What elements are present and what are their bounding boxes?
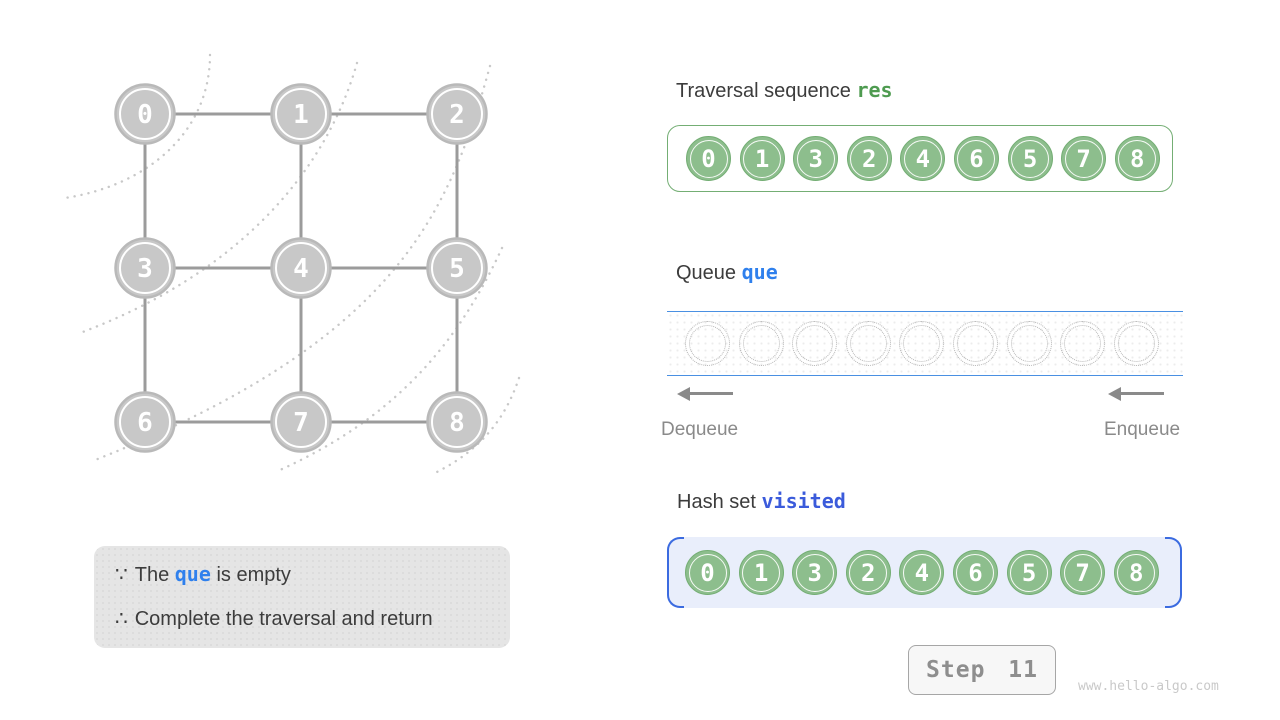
traversal-sequence-title: Traversal sequence — [676, 80, 857, 102]
visited-chip: 1 — [738, 550, 784, 595]
graph-canvas: 0 1 2 3 4 5 6 7 8 — [63, 53, 521, 474]
sequence-chip: 6 — [953, 136, 999, 181]
note-line2-text: Complete the traversal and return — [134, 608, 433, 630]
bfs-layer-arc-3 — [278, 246, 504, 472]
because-symbol: ∵ — [115, 564, 128, 586]
graph-node-label: 7 — [293, 408, 309, 438]
visited-chip: 0 — [685, 550, 730, 595]
queue-title: Queue — [676, 262, 742, 284]
graph-node-6: 6 — [114, 391, 176, 453]
graph-node-label: 4 — [293, 254, 309, 284]
queue-empty-slot — [738, 321, 784, 366]
dequeue-arrow-icon — [677, 386, 733, 401]
dequeue-label: Dequeue — [661, 419, 739, 440]
sequence-chip: 3 — [793, 136, 839, 181]
enqueue-label: Enqueue — [1104, 419, 1181, 440]
hash-set-title: Hash set — [677, 491, 762, 513]
sequence-chip: 4 — [900, 136, 946, 181]
bfs-layer-arc-2 — [93, 64, 492, 462]
enqueue-arrow-icon — [1108, 386, 1164, 401]
step-badge: Step 11 — [908, 645, 1056, 695]
sequence-chip: 1 — [739, 136, 785, 181]
visited-chip: 4 — [899, 550, 945, 595]
graph-node-0: 0 — [114, 83, 176, 145]
visited-chip: 5 — [1006, 550, 1052, 595]
sequence-chip: 7 — [1061, 136, 1107, 181]
explanation-note: ∵ The que is empty ∴ Complete the traversa… — [94, 546, 510, 648]
queue-empty-slot — [845, 321, 891, 366]
graph-node-label: 3 — [137, 254, 153, 284]
queue-empty-slot — [1006, 321, 1052, 366]
graph-node-3: 3 — [114, 237, 176, 299]
graph-node-label: 6 — [137, 408, 153, 438]
visited-chip: 3 — [792, 550, 838, 595]
sequence-chip: 8 — [1114, 136, 1160, 181]
visited-variable: visited — [761, 489, 846, 513]
graph-node-2: 2 — [426, 83, 488, 145]
graph-node-label: 0 — [137, 100, 153, 130]
visited-chip: 2 — [845, 550, 891, 595]
queue-empty-slot — [1060, 321, 1106, 366]
queue-empty-slot — [685, 321, 730, 366]
note-line-2: ∴ Complete the traversal and return — [115, 607, 510, 631]
queue-empty-slot — [1113, 321, 1159, 366]
hash-set-header: Hash set visited — [677, 489, 846, 514]
queue-strip — [667, 311, 1183, 376]
bfs-layer-arc-0 — [63, 53, 212, 200]
res-variable: res — [856, 78, 893, 102]
traversal-sequence-header: Traversal sequence res — [676, 78, 893, 103]
queue-empty-slot — [792, 321, 838, 366]
queue-empty-slot — [899, 321, 945, 366]
graph-node-8: 8 — [426, 391, 488, 453]
queue-empty-slot — [952, 321, 998, 366]
visited-chip: 7 — [1060, 550, 1106, 595]
note-line1-pre: The — [134, 564, 175, 586]
graph-node-1: 1 — [270, 83, 332, 145]
sequence-chip: 2 — [846, 136, 892, 181]
sequence-chip: 5 — [1007, 136, 1053, 181]
therefore-symbol: ∴ — [115, 608, 128, 630]
graph-node-7: 7 — [270, 391, 332, 453]
note-line1-post: is empty — [210, 564, 291, 586]
watermark: www.hello-algo.com — [1078, 679, 1219, 694]
graph-node-label: 2 — [449, 100, 465, 130]
graph-node-label: 5 — [449, 254, 465, 284]
bfs-layer-arc-4 — [435, 376, 521, 474]
graph-node-label: 8 — [449, 408, 465, 438]
visited-chip: 8 — [1113, 550, 1159, 595]
graph-node-label: 1 — [293, 100, 309, 130]
queue-header: Queue que — [676, 260, 778, 285]
graph-node-4: 4 — [270, 237, 332, 299]
que-variable: que — [741, 260, 778, 284]
sequence-chip: 0 — [686, 136, 731, 181]
graph-node-5: 5 — [426, 237, 488, 299]
note-que-variable: que — [174, 562, 211, 586]
visited-chip: 6 — [952, 550, 998, 595]
note-line-1: ∵ The que is empty — [115, 562, 510, 587]
